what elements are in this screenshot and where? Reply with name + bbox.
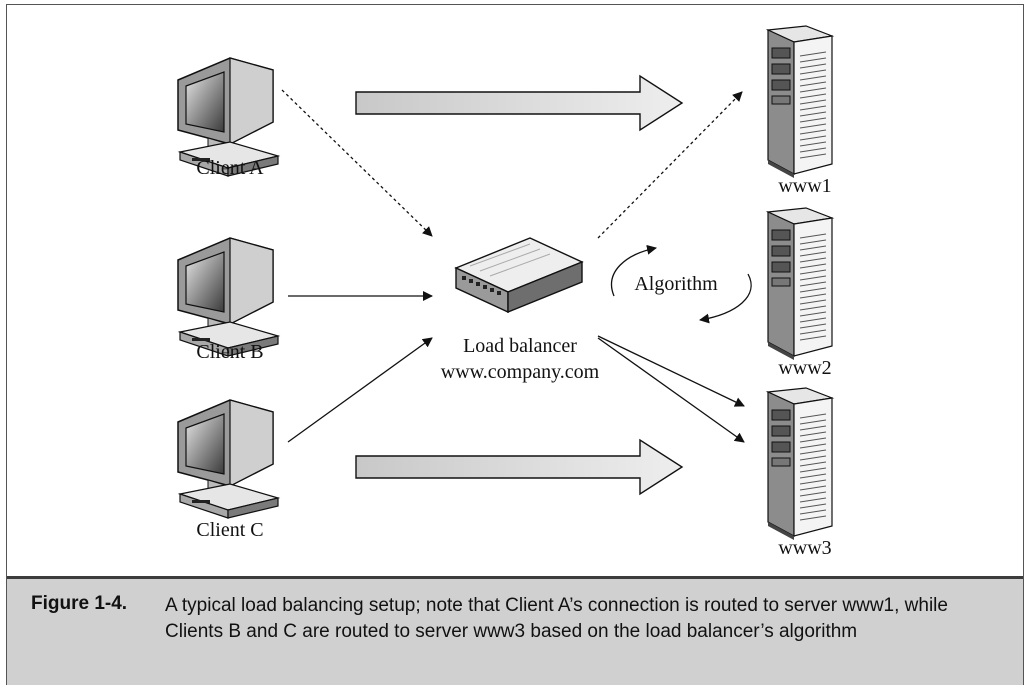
load-balancer-hostname: www.company.com xyxy=(441,361,600,383)
arrow-lb-to-www3-lower xyxy=(597,337,745,443)
server-www2-icon xyxy=(767,207,833,361)
client-b-label: Client B xyxy=(196,341,263,363)
client-c-label: Client C xyxy=(196,519,263,541)
arrow-lb-to-www1 xyxy=(597,91,743,239)
server-www1-icon xyxy=(767,25,833,179)
arrow-client-a-to-lb xyxy=(281,89,433,237)
arrow-lb-to-www3-upper xyxy=(597,335,745,407)
figure-frame xyxy=(6,4,1024,685)
load-balancer-icon xyxy=(454,237,584,314)
arrow-client-c-to-lb xyxy=(287,337,433,443)
server-www2-label: www2 xyxy=(778,357,831,379)
server-www3-label: www3 xyxy=(778,537,831,559)
big-arrow-top xyxy=(355,74,684,132)
algorithm-label: Algorithm xyxy=(634,273,718,295)
load-balancing-diagram: Client A Client B Client C www1 www2 www… xyxy=(177,25,833,559)
client-a-label: Client A xyxy=(196,157,264,179)
algorithm-cycle-arrow-top xyxy=(610,244,657,297)
algorithm-cycle-arrow-bottom xyxy=(699,273,752,324)
client-c-computer-icon xyxy=(177,399,279,519)
load-balancer-label: Load balancer xyxy=(463,335,577,357)
big-arrow-bottom xyxy=(355,438,684,496)
figure-caption-text: A typical load balancing setup; note tha… xyxy=(165,595,948,642)
caption-box: Figure 1-4. A typical load balancing set… xyxy=(7,576,1023,685)
client-b-computer-icon xyxy=(177,237,279,357)
server-www1-label: www1 xyxy=(778,175,831,197)
server-www3-icon xyxy=(767,387,833,541)
figure-number: Figure 1-4. xyxy=(31,593,128,614)
